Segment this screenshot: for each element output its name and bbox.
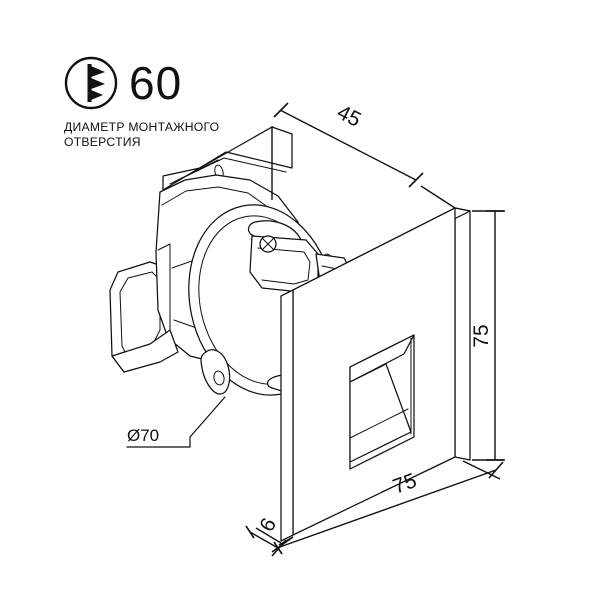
light-aperture: [349, 334, 415, 470]
dim-6-tick-right: [273, 541, 283, 555]
plate-right-thickness: [454, 207, 471, 461]
drill-icon-tooth-1: [91, 66, 105, 77]
housing-rear-flap: [162, 126, 293, 191]
aperture-top-reflector: [349, 334, 415, 383]
mounting-ring-hole-left: [213, 370, 225, 386]
dim-45-group: 45: [271, 101, 456, 209]
dim-6-ext-left: [255, 527, 282, 544]
mounting-hole-drill-icon: [64, 56, 118, 110]
housing-lower-wing: [111, 329, 179, 373]
dim-6-tick-left: [245, 525, 255, 539]
plate-top-left-bevel: [280, 207, 456, 297]
dia-70-label: Ø70: [127, 426, 160, 445]
dim-45-line: [279, 109, 417, 181]
dim-75w-ext-right: [462, 460, 501, 480]
clamp-screw-cross: [262, 238, 274, 250]
dim-45-tick-right: [408, 172, 424, 188]
dim-45-tick-left: [273, 102, 289, 118]
mounting-hole-badge: 60: [64, 56, 182, 110]
plate-bottom-edge: [280, 534, 294, 542]
drill-icon-shank: [87, 64, 92, 102]
dim-75h-label: 75: [470, 324, 493, 347]
dim-6-line: [249, 531, 279, 549]
dim-45-label: 45: [333, 101, 364, 132]
mounting-hole-value: 60: [129, 57, 183, 109]
front-face-plate: [280, 207, 471, 542]
dia-70-callout-group: [126, 396, 226, 448]
dia-70-leader: [189, 396, 226, 438]
mounting-hole-caption-line1: ДИАМЕТР МОНТАЖНОГО: [64, 120, 220, 134]
dim-45-ext-right: [420, 185, 456, 209]
housing-left-wing-inner: [119, 271, 161, 359]
dim-75w-tick-right: [488, 461, 504, 479]
drill-icon-tooth-3: [91, 90, 103, 100]
ring-clamp-plate-inner: [257, 247, 311, 285]
dim-6-label: 6: [255, 514, 281, 535]
mounting-hole-caption: ДИАМЕТР МОНТАЖНОГО ОТВЕРСТИЯ: [64, 120, 294, 149]
drill-icon-tooth-2: [91, 78, 105, 89]
dim-6-ext-right: [271, 536, 294, 553]
dim-75w-tick-left: [271, 539, 287, 557]
aperture-lower-lip: [349, 408, 409, 439]
dim-75-height-group: 75: [470, 210, 505, 461]
housing-rear-flap-edge: [169, 159, 219, 185]
dim-75w-line: [276, 469, 497, 549]
plate-left-thickness: [280, 289, 294, 542]
mounting-hole-caption-line2: ОТВЕРСТИЯ: [64, 134, 141, 149]
